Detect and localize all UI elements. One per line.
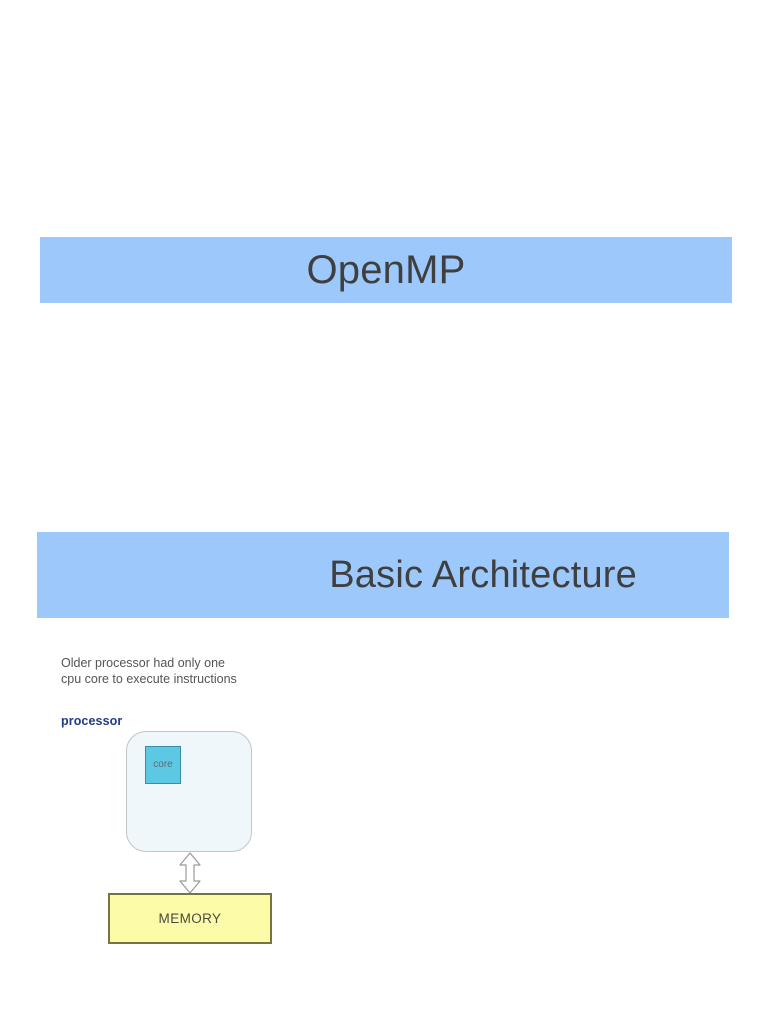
- core-box: core: [145, 746, 181, 784]
- title-banner-openmp: OpenMP: [40, 237, 732, 303]
- body-line-2: cpu core to execute instructions: [61, 672, 237, 686]
- body-paragraph: Older processor had only one cpu core to…: [61, 655, 391, 687]
- double-headed-arrow-icon: [173, 852, 207, 894]
- processor-label: processor: [61, 714, 123, 728]
- core-label: core: [153, 759, 173, 770]
- memory-box: MEMORY: [108, 893, 272, 944]
- title-banner-basic-architecture: Basic Architecture: [37, 532, 729, 618]
- memory-label: MEMORY: [158, 911, 222, 926]
- section-title: Basic Architecture: [329, 554, 637, 596]
- page-title: OpenMP: [306, 248, 466, 292]
- body-line-1: Older processor had only one: [61, 656, 225, 670]
